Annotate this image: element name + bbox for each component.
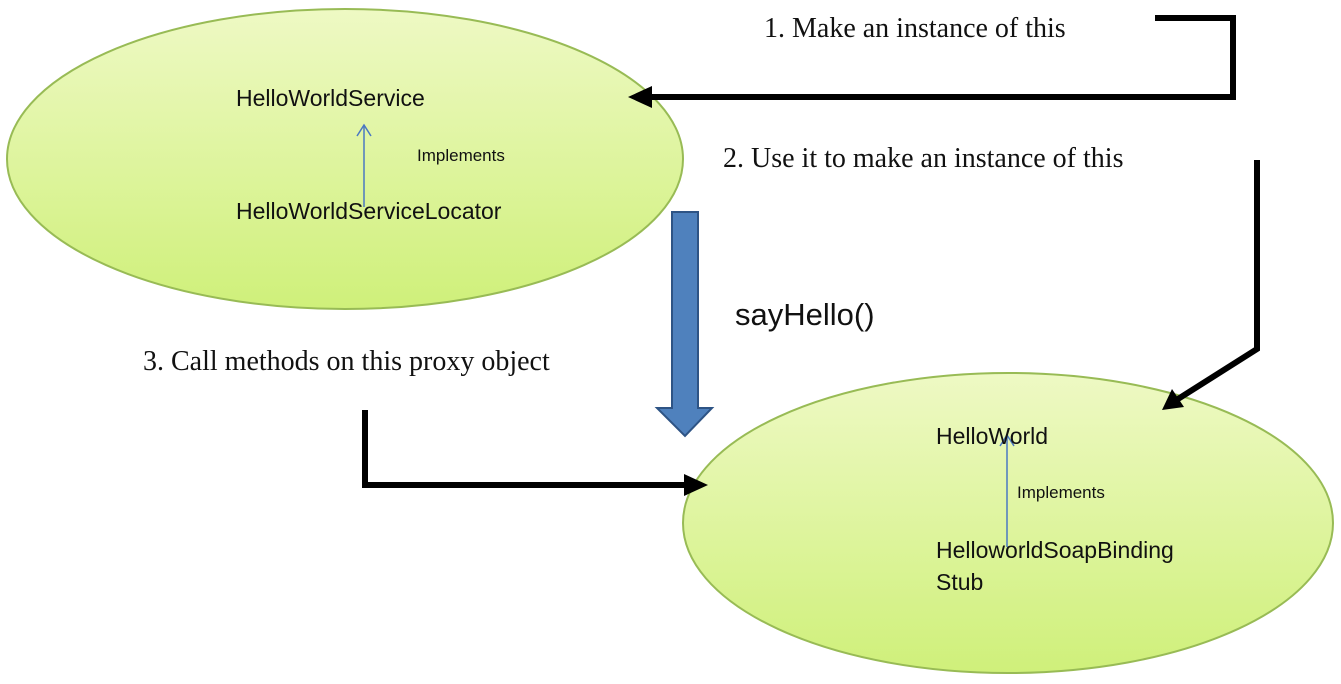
stub-interface-label: HelloWorld [936,423,1049,449]
step3-label: 3. Call methods on this proxy object [143,346,550,377]
stub-implements-label: Implements [1017,483,1105,502]
service-ellipse [6,8,684,310]
stub-class-label: HelloworldSoapBindingStub [936,537,1174,595]
step2-connector [1176,160,1260,402]
step2-label: 2. Use it to make an instance of this [723,143,1124,174]
method-call-arrow [654,211,715,438]
step1-connector [650,15,1236,100]
step3-connector [362,410,686,488]
step1-arrowhead [628,86,652,108]
method-call-label: sayHello() [735,297,875,332]
service-implements-label: Implements [417,146,505,165]
service-interface-label: HelloWorldService [236,85,425,111]
step1-label: 1. Make an instance of this [764,13,1066,44]
service-class-label: HelloWorldServiceLocator [236,198,502,224]
step2-arrowhead [1162,389,1184,410]
step3-arrowhead [684,474,708,496]
stub-ellipse [682,372,1334,674]
stub-implements-arrowhead [999,433,1015,447]
service-implements-arrowhead [356,123,372,137]
